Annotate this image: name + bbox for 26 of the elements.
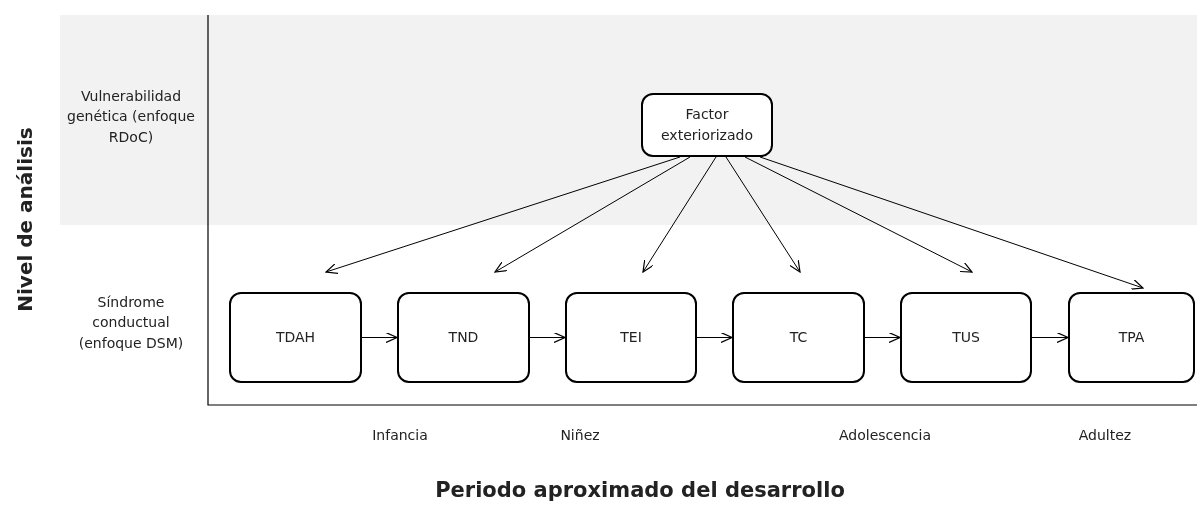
level-label: Síndrome conductual (enfoque DSM) <box>77 293 185 353</box>
arrow <box>759 156 1144 290</box>
factor-box: Factor exteriorizado <box>641 93 773 157</box>
syndrome-box: TPA <box>1068 292 1195 383</box>
arrow <box>744 156 973 273</box>
arrow <box>494 156 691 273</box>
axis-title: Periodo aproximado del desarrollo <box>434 477 846 504</box>
arrow <box>864 331 901 344</box>
period-label: Adultez <box>1077 426 1133 445</box>
period-label: Infancia <box>371 426 429 445</box>
arrow <box>361 331 398 344</box>
period-label: Niñez <box>559 426 601 445</box>
syndrome-box: TEI <box>565 292 697 383</box>
arrow <box>1031 331 1069 344</box>
level-label: Vulnerabilidad genética (enfoque RDoC) <box>66 87 196 147</box>
arrow <box>725 156 801 273</box>
syndrome-box: TDAH <box>229 292 362 383</box>
arrow <box>696 331 733 344</box>
syndrome-box: TND <box>397 292 530 383</box>
arrow <box>529 331 566 344</box>
syndrome-box: TUS <box>900 292 1032 383</box>
syndrome-box: TC <box>732 292 865 383</box>
arrow <box>642 156 717 273</box>
arrow <box>325 156 681 274</box>
period-label: Adolescencia <box>838 426 932 445</box>
axis-title: Nivel de análisis <box>11 126 38 314</box>
